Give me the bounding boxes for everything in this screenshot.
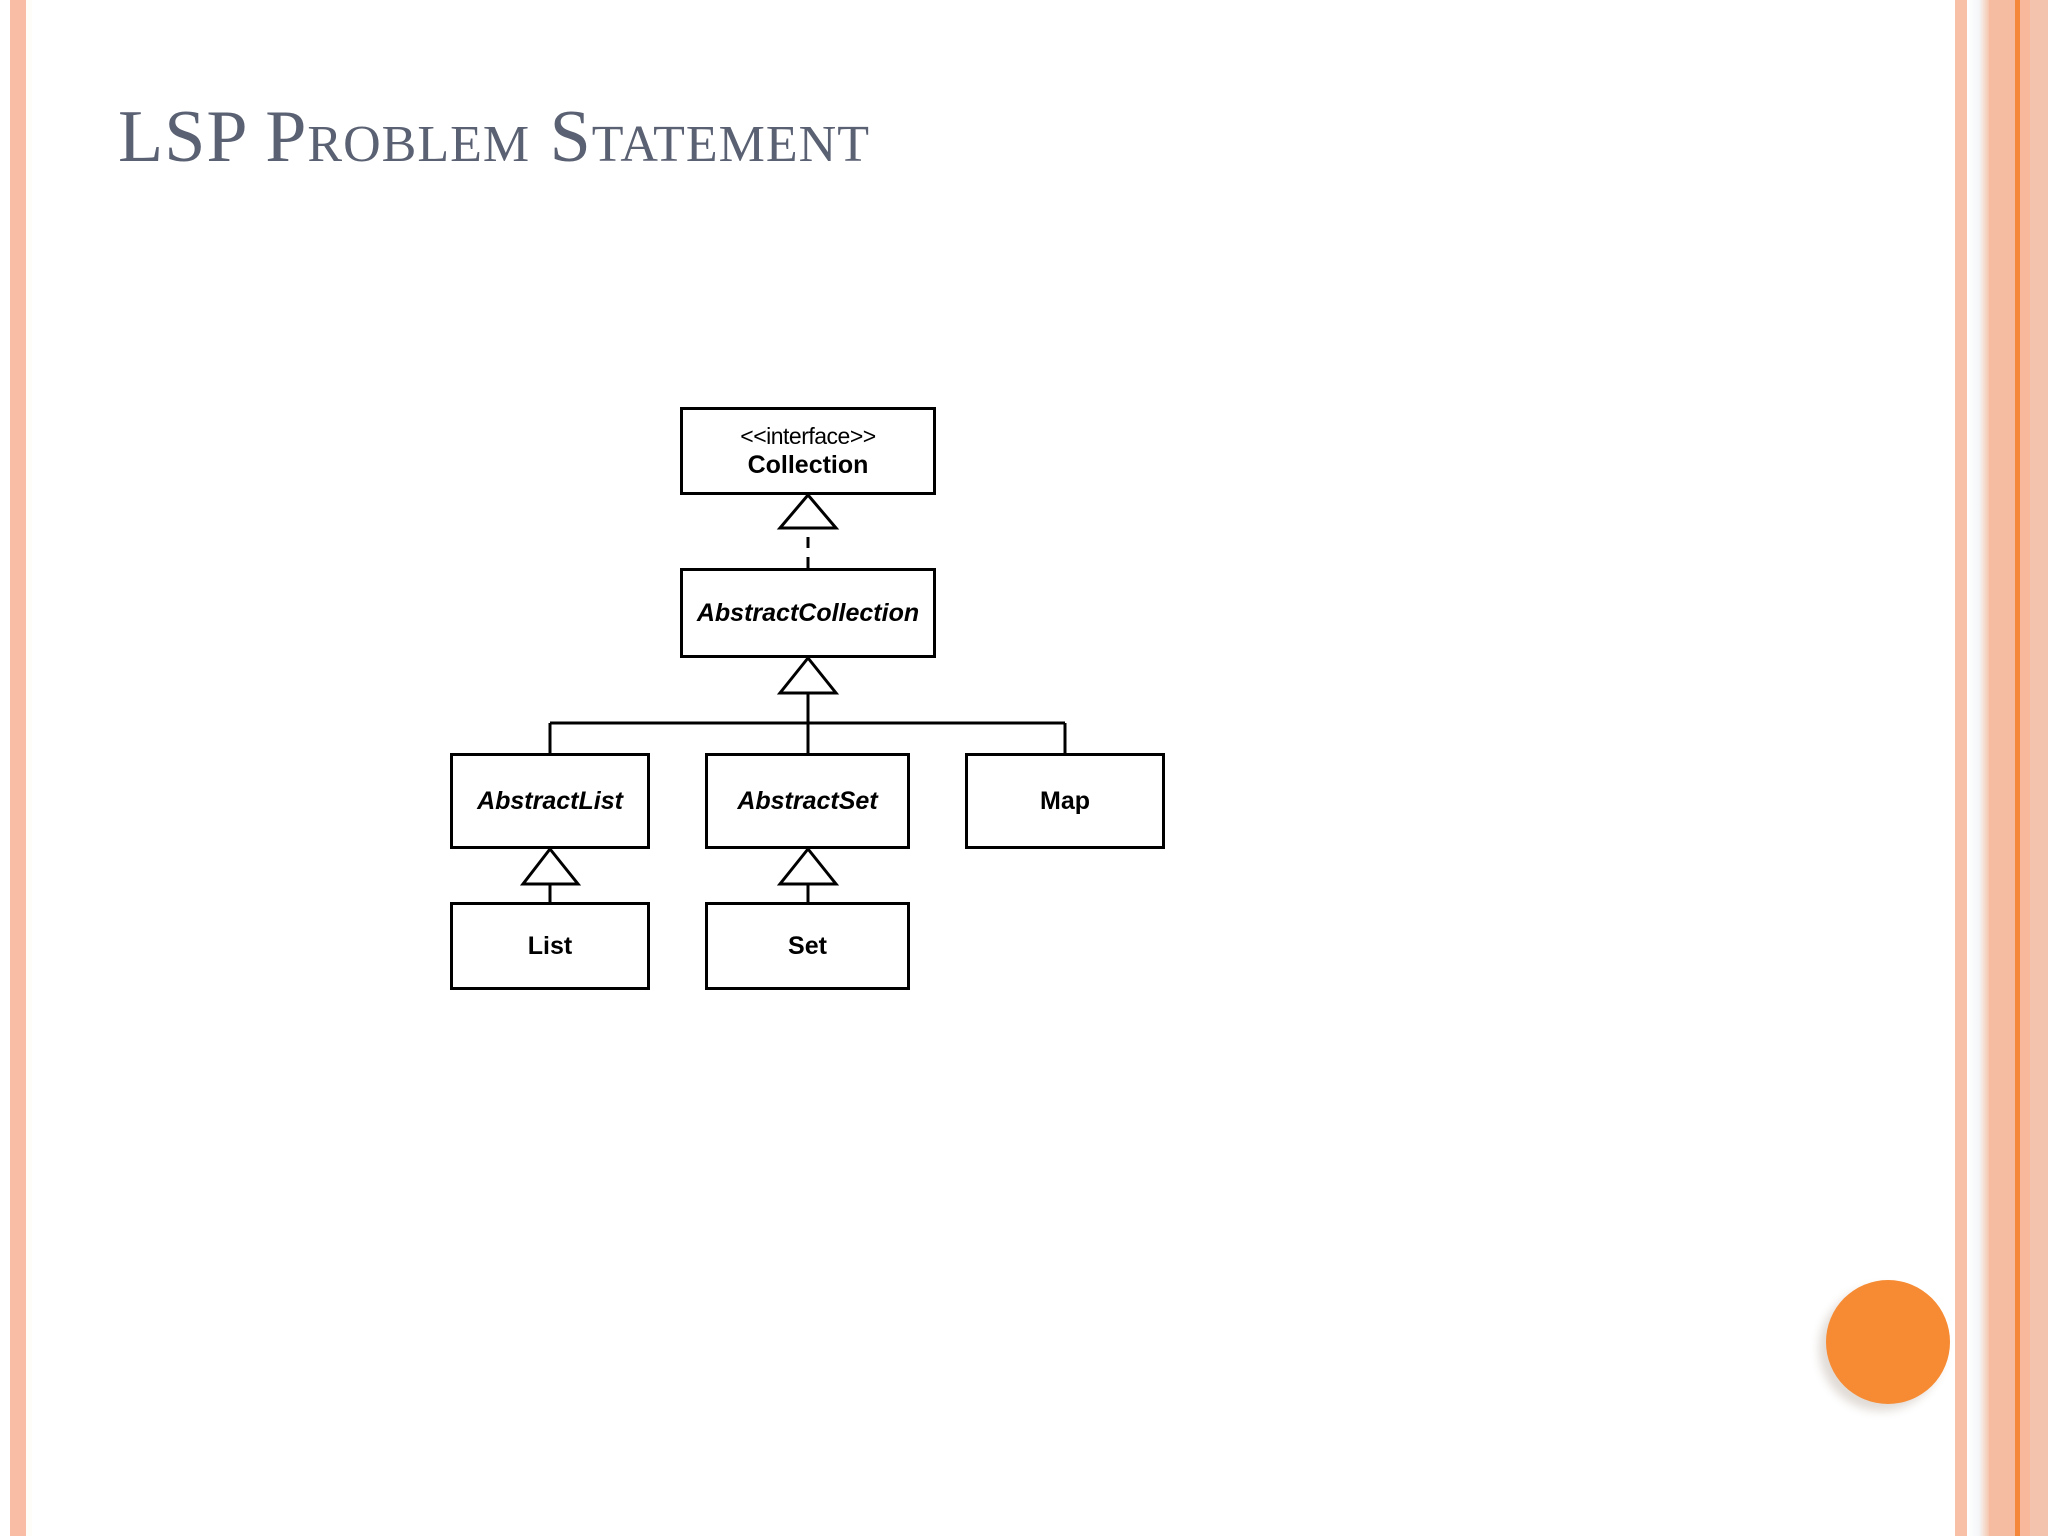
right-border-accent-line xyxy=(2015,0,2020,1536)
page-title: LSP Problem Statement xyxy=(118,96,870,178)
uml-node-name: Collection xyxy=(747,451,869,479)
uml-node-abstractset: AbstractSet xyxy=(705,753,910,849)
right-border-stripe-3 xyxy=(2020,0,2030,1536)
uml-node-name: Set xyxy=(788,932,827,960)
right-border-stripe-2 xyxy=(1989,0,2015,1536)
uml-node-name: AbstractCollection xyxy=(696,599,920,627)
right-border-gradient xyxy=(1967,0,1989,1536)
uml-node-abstractcollection: AbstractCollection xyxy=(680,568,936,658)
uml-node-collection: <<interface>> Collection xyxy=(680,407,936,495)
uml-node-name: AbstractList xyxy=(477,787,623,815)
left-border-highlight xyxy=(26,0,32,1536)
uml-node-stereotype: <<interface>> xyxy=(740,423,876,449)
uml-node-name: AbstractSet xyxy=(737,787,878,815)
left-border-stripe xyxy=(10,0,26,1536)
right-border-stripe-4 xyxy=(2030,0,2048,1536)
uml-node-name: Map xyxy=(1040,787,1090,815)
accent-circle xyxy=(1826,1280,1950,1404)
uml-node-abstractlist: AbstractList xyxy=(450,753,650,849)
uml-node-set: Set xyxy=(705,902,910,990)
uml-node-map: Map xyxy=(965,753,1165,849)
uml-node-list: List xyxy=(450,902,650,990)
right-border-stripe-1 xyxy=(1955,0,1967,1536)
uml-node-name: List xyxy=(527,932,573,960)
